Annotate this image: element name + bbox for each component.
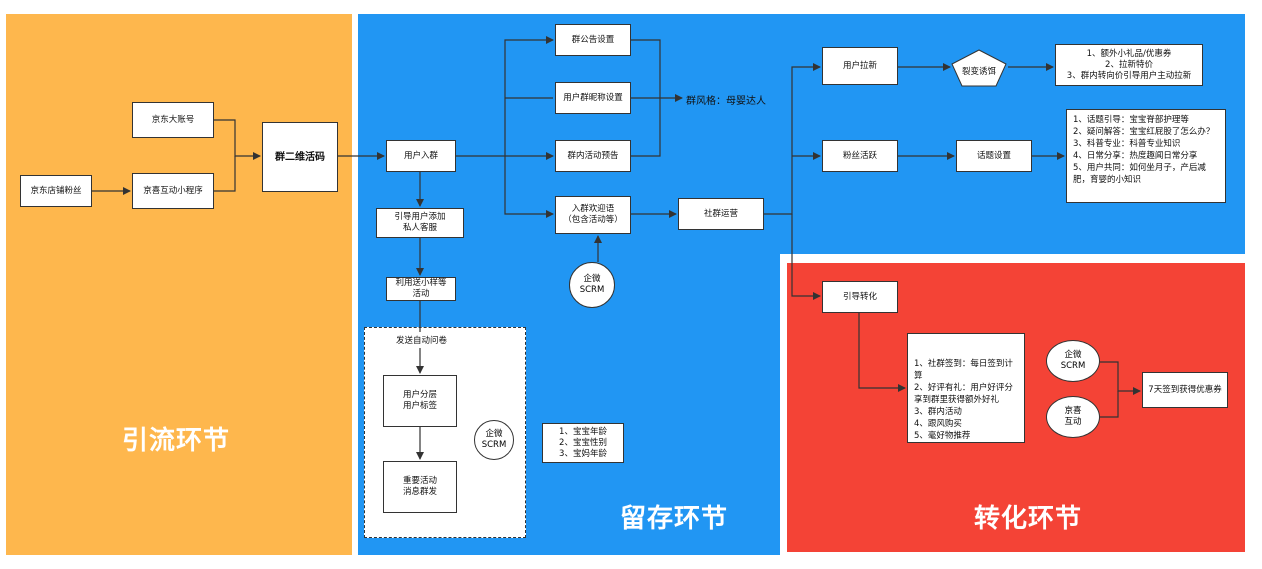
pentagon-shape bbox=[951, 49, 1007, 87]
node-user-layering: 用户分层 用户标签 bbox=[383, 375, 457, 427]
node-topic-list: 1、话题引导：宝宝脊部护理等 2、疑问解答：宝宝红屁股了怎么办？ 3、科普专业：… bbox=[1066, 109, 1226, 203]
node-fission-bait: 裂变诱饵 bbox=[962, 67, 997, 77]
node-user-referral: 用户拉新 bbox=[822, 47, 898, 85]
node-guide-conversion: 引导转化 bbox=[822, 281, 898, 313]
node-fan-activity: 粉丝活跃 bbox=[822, 140, 898, 172]
node-topic-setting: 话题设置 bbox=[956, 140, 1032, 172]
node-conversion-list: 1、社群签到：每日签到计算 2、好评有礼：用户好评分享到群里获得额外好礼 3、群… bbox=[907, 333, 1025, 443]
node-community-ops: 社群运营 bbox=[678, 198, 764, 230]
node-jd-main-account: 京东大账号 bbox=[132, 102, 214, 138]
node-scrm-conversion: 企微 SCRM bbox=[1046, 340, 1100, 382]
node-seven-day-coupon: 7天签到获得优惠券 bbox=[1142, 372, 1228, 408]
node-free-sample-activity: 利用送小样等 活动 bbox=[386, 277, 456, 301]
node-group-nickname: 用户群昵称设置 bbox=[555, 82, 631, 114]
node-important-activity: 重要活动 消息群发 bbox=[383, 461, 457, 513]
node-referral-rewards: 1、额外小礼品/优惠券 2、拉新特价 3、群内转向价引导用户主动拉新 bbox=[1055, 44, 1203, 86]
node-group-notice: 群公告设置 bbox=[555, 24, 631, 56]
node-guide-add-service: 引导用户添加 私人客服 bbox=[376, 208, 464, 238]
node-jd-mini-program: 京喜互动小程序 bbox=[132, 173, 214, 209]
node-scrm-survey: 企微 SCRM bbox=[474, 420, 514, 460]
node-baby-info: 1、宝宝年龄 2、宝宝性别 3、宝妈年龄 bbox=[542, 423, 624, 463]
node-group-style: 群风格：母婴达人 bbox=[686, 96, 766, 107]
node-user-join-group: 用户入群 bbox=[386, 140, 456, 172]
node-jd-store-fans: 京东店铺粉丝 bbox=[20, 175, 92, 207]
node-jx-interaction: 京喜 互动 bbox=[1046, 396, 1100, 438]
retention-title: 留存环节 bbox=[620, 504, 729, 534]
conversion-title: 转化环节 bbox=[974, 504, 1083, 534]
acquisition-title: 引流环节 bbox=[122, 426, 231, 456]
node-group-qr-code: 群二维活码 bbox=[262, 122, 338, 192]
node-scrm-welcome: 企微 SCRM bbox=[569, 262, 615, 308]
node-group-activity-preview: 群内活动预告 bbox=[555, 140, 631, 172]
node-send-auto-survey: 发送自动问卷 bbox=[396, 336, 448, 346]
node-welcome-message: 入群欢迎语 （包含活动等） bbox=[555, 196, 631, 234]
